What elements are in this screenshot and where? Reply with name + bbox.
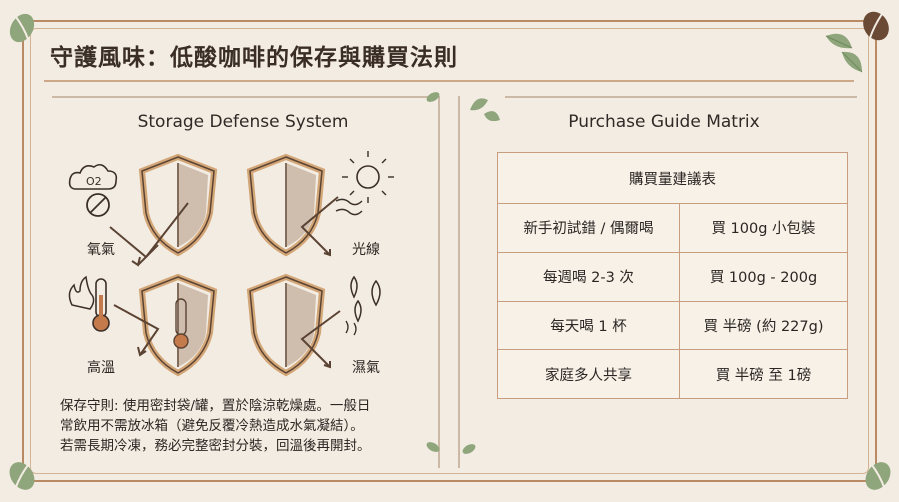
thermometer-icon — [68, 275, 110, 332]
heat-arrow — [113, 304, 160, 357]
left-panel-top-rule — [52, 96, 430, 98]
coffee-bean-icon — [9, 462, 35, 490]
heat-label: 高溫 — [87, 360, 115, 376]
amount-cell: 買 半磅 (約 227g) — [678, 300, 849, 351]
sun-icon — [335, 151, 394, 216]
usage-cell: 新手初試錯 / 偶爾喝 — [497, 203, 680, 253]
oxygen-cloud-icon: O2 — [68, 163, 118, 217]
page-title: 守護風味：低酸咖啡的保存與購買法則 — [50, 44, 458, 71]
table-row: 每天喝 1 杯 買 半磅 (約 227g) — [497, 300, 849, 351]
light-label: 光線 — [352, 242, 380, 258]
svg-text:O2: O2 — [86, 175, 102, 188]
coffee-bean-icon — [9, 13, 35, 43]
outer-frame — [22, 20, 877, 482]
humidity-label: 濕氣 — [352, 360, 380, 376]
leaf-icon — [462, 444, 476, 454]
amount-cell: 買 半磅 至 1磅 — [678, 349, 849, 399]
left-panel-right-rule — [438, 96, 440, 468]
leaf-icon — [426, 442, 440, 452]
oxygen-label: 氧氣 — [87, 242, 115, 258]
usage-cell: 每天喝 1 杯 — [497, 300, 680, 351]
title-divider — [44, 80, 854, 82]
oxygen-arrow — [109, 202, 189, 267]
coffee-bean-icon — [865, 462, 891, 490]
amount-cell: 買 100g 小包裝 — [678, 203, 849, 253]
table-row: 新手初試錯 / 偶爾喝 買 100g 小包裝 — [497, 203, 849, 253]
leaf-icon — [426, 92, 440, 102]
table-title: 購買量建議表 — [497, 152, 848, 204]
amount-cell: 買 100g - 200g — [678, 251, 849, 302]
storage-heading: Storage Defense System — [137, 112, 349, 132]
coffee-bean-icon — [863, 11, 889, 41]
inner-frame — [30, 28, 869, 474]
storage-note-line: 常飲用不需放冰箱（避免反覆冷熱造成水氣凝結）。 — [60, 418, 364, 434]
storage-note-line: 若需長期冷凍，務必完整密封分裝，回溫後再開封。 — [60, 438, 371, 454]
leaf-icon — [470, 98, 500, 122]
light-arrow — [300, 196, 339, 257]
purchase-heading: Purchase Guide Matrix — [568, 112, 760, 132]
usage-cell: 家庭多人共享 — [497, 349, 680, 399]
storage-note-line: 保存守則: 使用密封袋/罐，置於陰涼乾燥處。一般日 — [60, 398, 371, 414]
table-row: 每週喝 2-3 次 買 100g - 200g — [497, 251, 849, 302]
storage-defense-diagram: O2 — [68, 151, 394, 380]
usage-cell: 每週喝 2-3 次 — [497, 251, 680, 302]
humidity-arrow — [300, 310, 341, 369]
table-header-row: 購買量建議表 — [497, 152, 848, 204]
water-drop-icon — [345, 275, 381, 336]
right-panel-left-rule — [458, 96, 460, 468]
thermometer-shield-icon — [173, 298, 189, 349]
leaf-icon — [825, 33, 863, 73]
table-row: 家庭多人共享 買 半磅 至 1磅 — [497, 349, 849, 399]
purchase-guide-table: 購買量建議表 新手初試錯 / 偶爾喝 買 100g 小包裝 每週喝 2-3 次 … — [497, 152, 849, 399]
right-panel-top-rule — [505, 96, 857, 98]
storage-note: 保存守則: 使用密封袋/罐，置於陰涼乾燥處。一般日 常飲用不需放冰箱（避免反覆冷… — [60, 396, 425, 456]
